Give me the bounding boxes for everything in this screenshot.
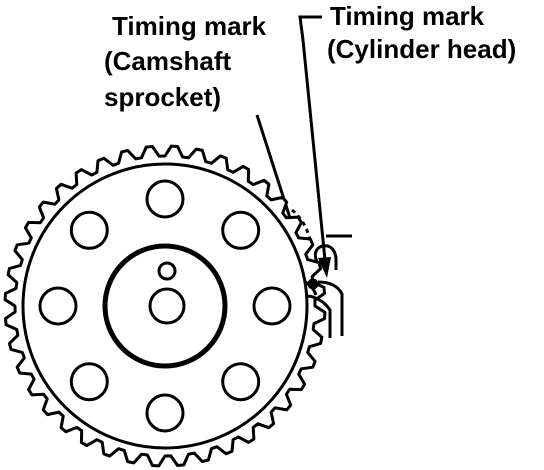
sprocket-teeth (3, 144, 327, 468)
cylinder-head-timing-mark-label: Timing mark (Cylinder head) (327, 1, 516, 64)
lightening-hole (252, 286, 292, 326)
sprocket-inner-rim (21, 162, 309, 450)
lightening-hole (221, 362, 261, 402)
camshaft-label-line-3: sprocket) (104, 82, 221, 112)
lightening-hole (221, 210, 261, 250)
head-leader-line (298, 15, 328, 271)
lightening-hole (145, 179, 185, 219)
timing-mark-details (291, 208, 352, 338)
hub-dowel-hole (157, 261, 177, 281)
cylinder-head-edge (317, 280, 344, 336)
head-label-line-1: Timing mark (330, 1, 485, 31)
cylinder-head-hook (313, 244, 338, 270)
sprocket-lightening-holes (38, 179, 292, 433)
hub-center-bore (148, 287, 186, 325)
camshaft-sprocket (3, 144, 327, 468)
head-leader-arrowhead (318, 257, 331, 278)
lightening-hole (69, 362, 109, 402)
sprocket-hub (102, 243, 228, 369)
camshaft-timing-mark-label: Timing mark (Camshaft sprocket) (104, 11, 267, 112)
lightening-hole (145, 393, 185, 433)
head-label-line-2: (Cylinder head) (327, 34, 516, 64)
timing-mark-dot (307, 278, 319, 290)
dashed-mark-outline (291, 208, 312, 241)
camshaft-label-line-1: Timing mark (112, 11, 267, 41)
lightening-hole (69, 210, 109, 250)
lightening-hole (38, 286, 78, 326)
camshaft-label-line-2: (Camshaft (104, 46, 231, 76)
cylinder-head-edge-inner (307, 294, 332, 338)
